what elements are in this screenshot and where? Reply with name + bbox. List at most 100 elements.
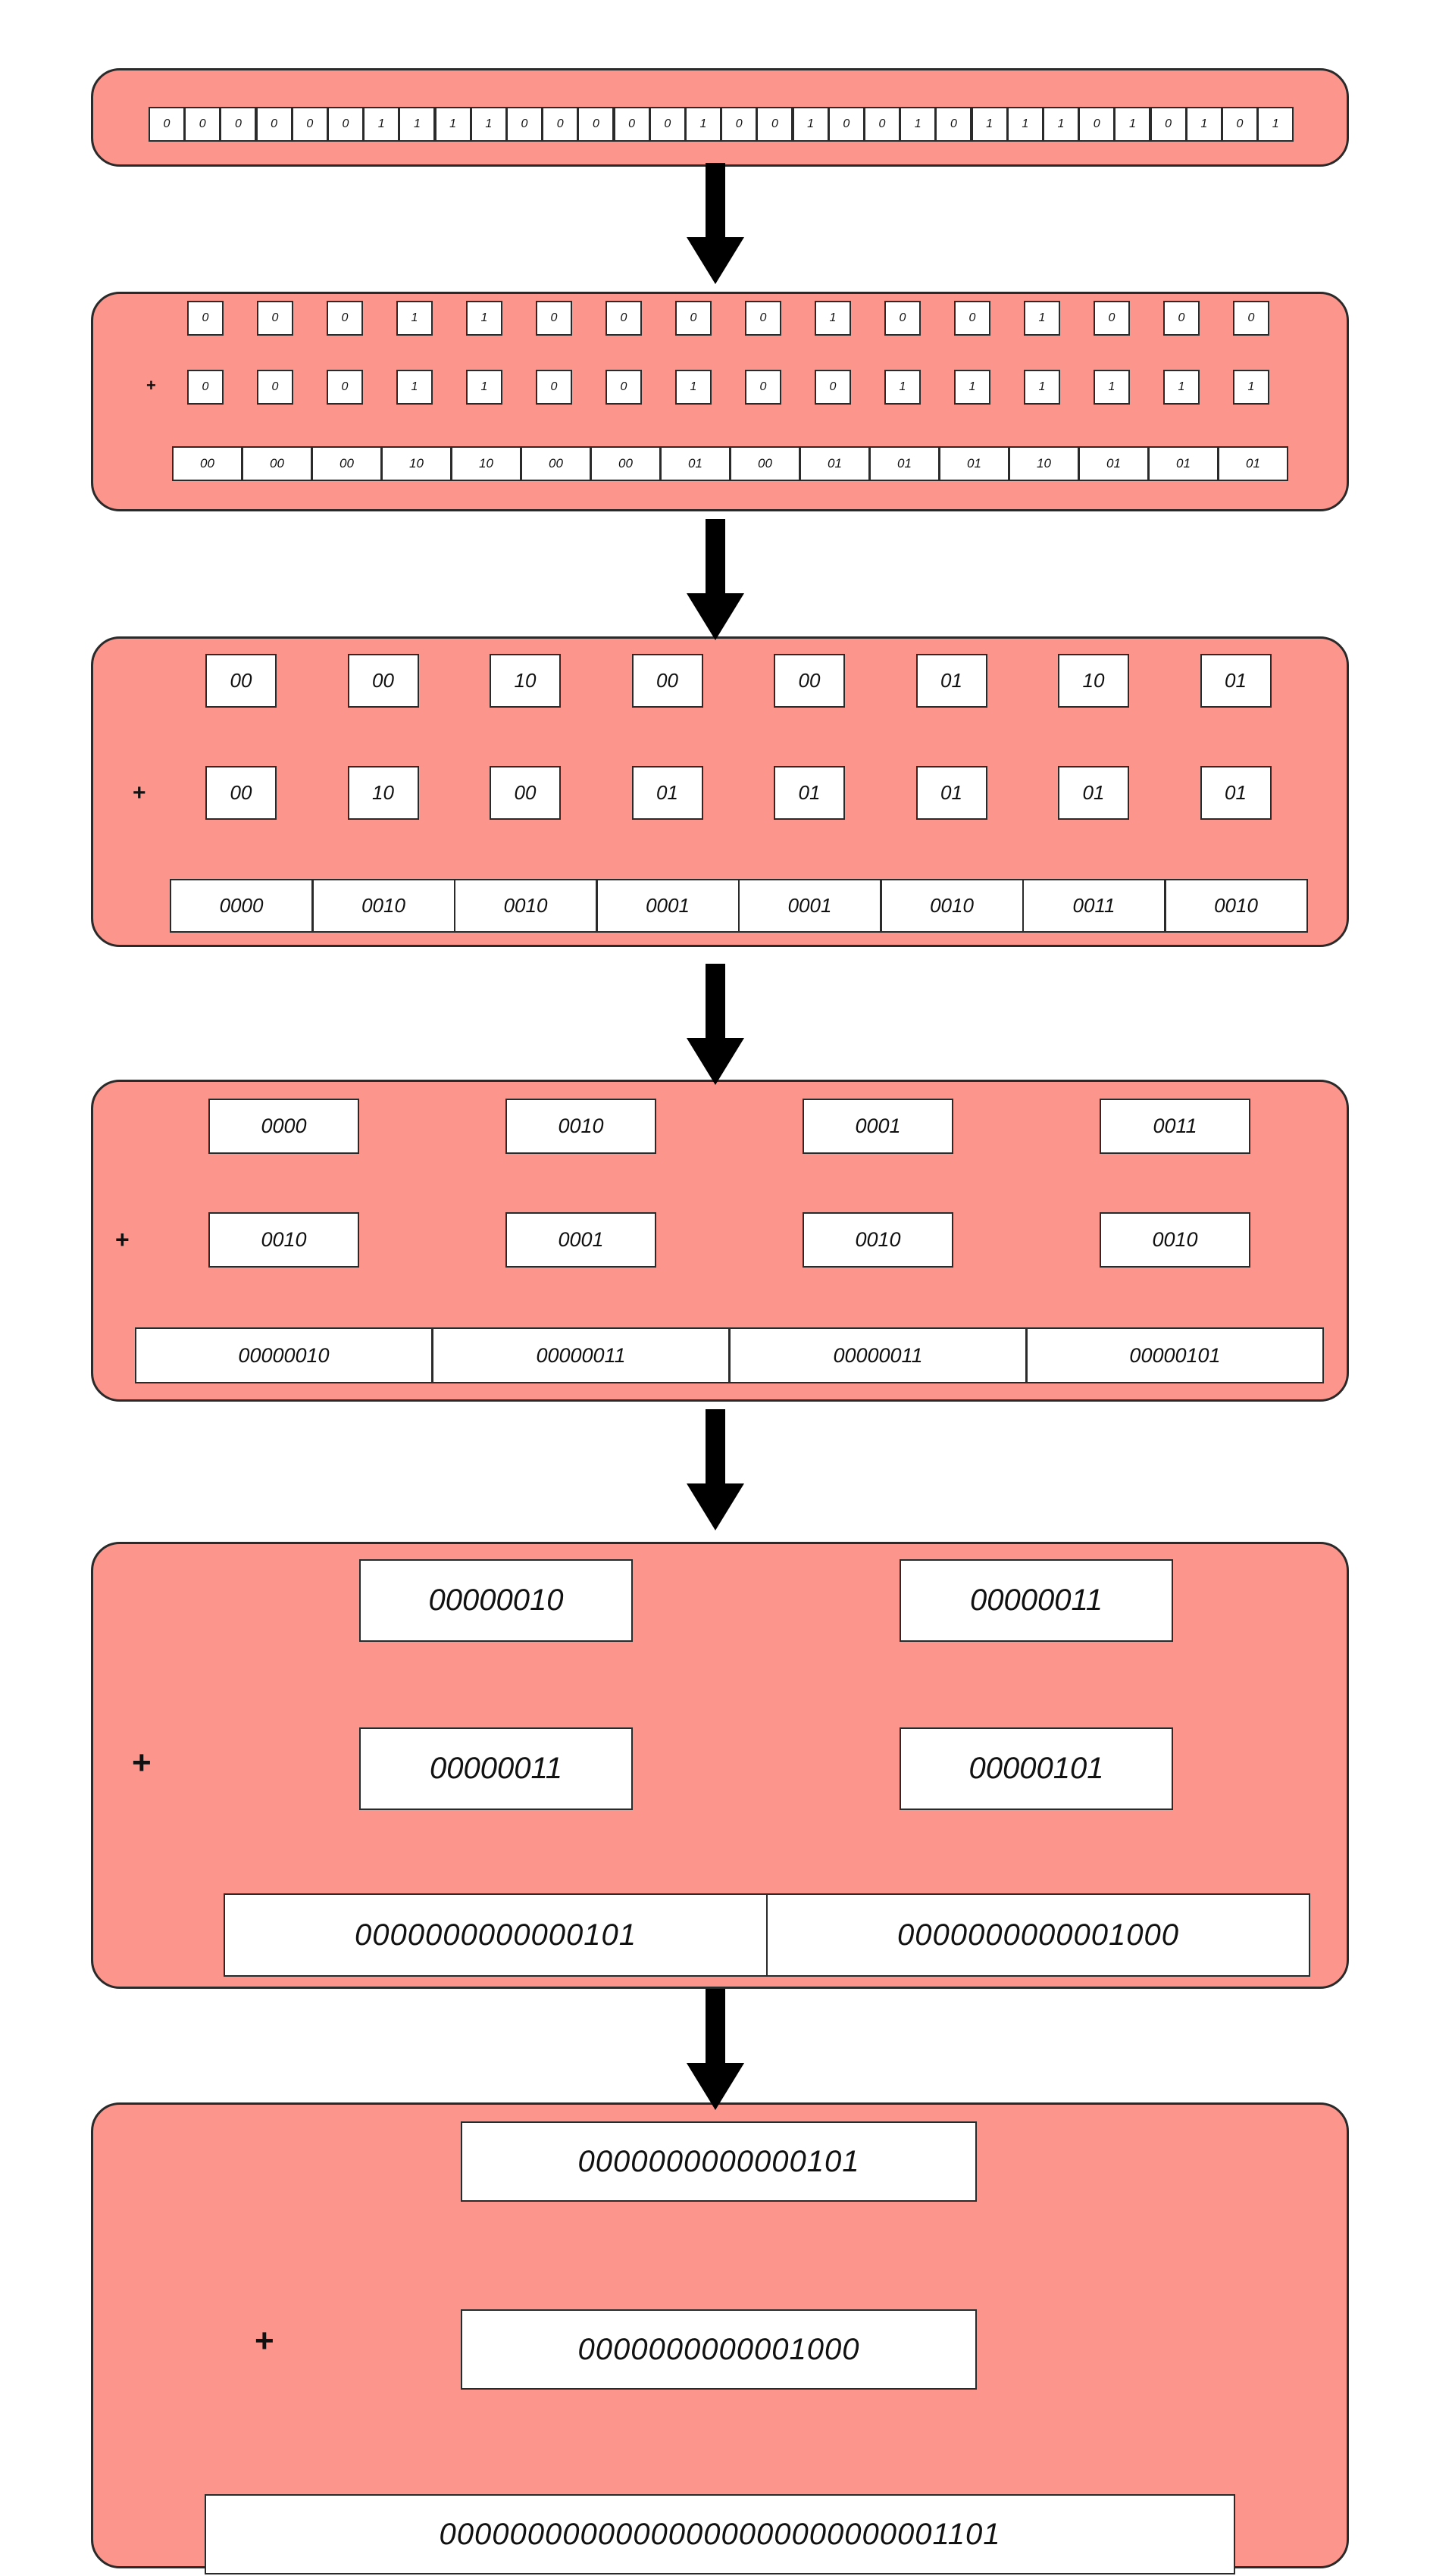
- value-cell: 01: [1200, 766, 1272, 820]
- bit-cell: 0: [220, 107, 257, 142]
- sum-cell: 01: [1148, 446, 1219, 481]
- bit-cell: 0: [605, 370, 642, 405]
- plus-sign: +: [146, 376, 156, 395]
- sum-cell: 01: [1078, 446, 1149, 481]
- bit-cell: 1: [792, 107, 829, 142]
- bit-cell: 0: [1163, 301, 1200, 336]
- value-cell: 0001: [803, 1099, 953, 1154]
- bit-cell: 0: [536, 301, 572, 336]
- bit-cell: 0: [815, 370, 851, 405]
- plus-sign: +: [132, 1744, 152, 1781]
- value-cell: 0000000000001000: [461, 2309, 977, 2390]
- bit-cell: 0: [828, 107, 865, 142]
- sum-cell: 00: [172, 446, 242, 481]
- bit-cell: 1: [1257, 107, 1294, 142]
- bit-cell: 1: [1233, 370, 1269, 405]
- down-arrow-icon: [687, 163, 744, 284]
- value-cell: 00: [774, 654, 845, 708]
- value-cell: 0010: [1100, 1212, 1250, 1268]
- value-cell: 00000011: [900, 1559, 1173, 1642]
- value-cell: 01: [915, 654, 987, 708]
- bit-cell: 1: [1094, 370, 1130, 405]
- down-arrow-icon: [687, 1989, 744, 2110]
- value-cell: 01: [774, 766, 845, 820]
- plus-sign: +: [133, 780, 146, 805]
- bit-cell: 0: [149, 107, 185, 142]
- bit-cell: 0: [954, 301, 990, 336]
- bit-cell: 0: [1233, 301, 1269, 336]
- sum-cell: 01: [799, 446, 870, 481]
- sum-cell: 00: [242, 446, 312, 481]
- sum-cell: 10: [381, 446, 452, 481]
- sum-cell: 10: [451, 446, 521, 481]
- sum-cell: 10: [1009, 446, 1079, 481]
- down-arrow-icon: [687, 519, 744, 640]
- sum-cell: 0010: [880, 879, 1024, 933]
- bit-cell: 0: [542, 107, 579, 142]
- bit-cell: 0: [1222, 107, 1258, 142]
- bit-cell: 1: [675, 370, 712, 405]
- value-cell: 01: [915, 766, 987, 820]
- down-arrow-icon: [687, 964, 744, 1085]
- value-cell: 00: [205, 654, 277, 708]
- sum-cell: 00000011: [432, 1327, 730, 1383]
- bit-cell: 0: [506, 107, 543, 142]
- sum-cell: 01: [1218, 446, 1288, 481]
- bit-cell: 1: [884, 370, 921, 405]
- bit-cell: 0: [327, 370, 363, 405]
- sum-cell: 00000000000000000000000000001101: [205, 2494, 1235, 2574]
- bit-cell: 1: [399, 107, 436, 142]
- sum-cell: 0010: [1164, 879, 1308, 933]
- bit-cell: 0: [756, 107, 793, 142]
- sum-cell: 00: [730, 446, 800, 481]
- value-cell: 00000011: [359, 1727, 633, 1810]
- value-cell: 00000010: [359, 1559, 633, 1642]
- value-cell: 01: [1058, 766, 1129, 820]
- bit-cell: 0: [577, 107, 615, 142]
- sum-cell: 00: [590, 446, 661, 481]
- value-cell: 0001: [505, 1212, 656, 1268]
- bit-cell: 0: [257, 301, 293, 336]
- bit-cell: 0: [255, 107, 293, 142]
- bit-cell: 1: [815, 301, 851, 336]
- bit-cell: 1: [363, 107, 400, 142]
- value-cell: 0000: [208, 1099, 359, 1154]
- bit-cell: 0: [187, 301, 224, 336]
- bit-cell: 0: [884, 301, 921, 336]
- bit-cell: 1: [1024, 370, 1060, 405]
- bit-cell: 1: [396, 301, 433, 336]
- sum-cell: 00000011: [729, 1327, 1027, 1383]
- bit-cell: 1: [396, 370, 433, 405]
- plus-sign: +: [115, 1226, 130, 1253]
- bit-cell: 0: [935, 107, 972, 142]
- value-cell: 00: [631, 654, 703, 708]
- sum-cell: 0010: [311, 879, 455, 933]
- bit-cell: 0: [184, 107, 221, 142]
- bit-cell: 1: [466, 370, 502, 405]
- bit-cell: 0: [864, 107, 900, 142]
- sum-cell: 00: [521, 446, 591, 481]
- bit-cell: 1: [1043, 107, 1079, 142]
- bit-cell: 0: [187, 370, 224, 405]
- bit-cell: 1: [466, 301, 502, 336]
- bit-cell: 1: [954, 370, 990, 405]
- bit-cell: 0: [605, 301, 642, 336]
- value-cell: 00: [347, 654, 419, 708]
- bit-cell: 0: [327, 107, 364, 142]
- plus-sign: +: [255, 2322, 274, 2359]
- sum-cell: 01: [939, 446, 1009, 481]
- bit-cell: 0: [1094, 301, 1130, 336]
- bit-cell: 1: [685, 107, 721, 142]
- sum-cell: 0011: [1022, 879, 1166, 933]
- bit-cell: 0: [675, 301, 712, 336]
- sum-cell: 0001: [738, 879, 881, 933]
- bit-cell: 0: [1078, 107, 1116, 142]
- value-cell: 10: [1058, 654, 1129, 708]
- bit-cell: 0: [536, 370, 572, 405]
- value-cell: 0010: [803, 1212, 953, 1268]
- value-cell: 0010: [505, 1099, 656, 1154]
- sum-cell: 01: [869, 446, 940, 481]
- value-cell: 0010: [208, 1212, 359, 1268]
- bit-cell: 1: [1163, 370, 1200, 405]
- value-cell: 00000101: [900, 1727, 1173, 1810]
